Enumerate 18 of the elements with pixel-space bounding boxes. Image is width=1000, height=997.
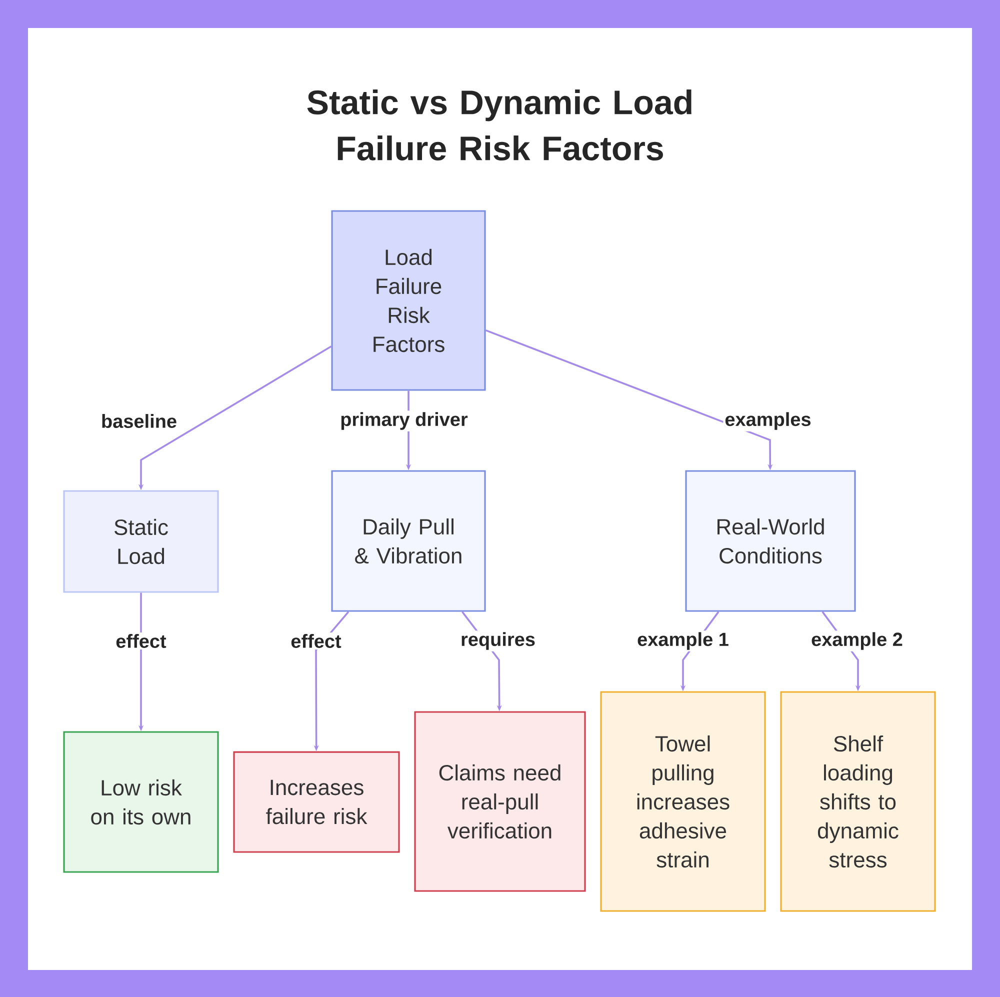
process-box: Shelf loading shifts to dynamic stress bbox=[780, 691, 936, 912]
edge-label: effect bbox=[289, 632, 343, 650]
edge-label: example 1 bbox=[636, 630, 730, 652]
process-box: Low risk on its own bbox=[63, 731, 219, 873]
process-box: Claims need real-pull verification bbox=[414, 711, 586, 892]
edge-label: effect bbox=[114, 632, 168, 650]
edge-label: examples bbox=[723, 410, 813, 432]
process-box: Load Failure Risk Factors bbox=[331, 210, 486, 391]
title: Static vs Dynamic Load Failure Risk Factors bbox=[307, 90, 692, 160]
edge-label: primary driver bbox=[338, 410, 470, 432]
process-box: Towel pulling increases adhesive strain bbox=[600, 691, 766, 912]
edge-label: example 2 bbox=[810, 630, 904, 652]
process-box: Daily Pull & Vibration bbox=[331, 470, 486, 612]
process-box: Static Load bbox=[63, 490, 219, 593]
process-box: Increases failure risk bbox=[233, 751, 400, 853]
edge-label: baseline bbox=[99, 412, 179, 430]
process-box: Real-World Conditions bbox=[685, 470, 856, 612]
edge-label: requires bbox=[459, 630, 537, 652]
